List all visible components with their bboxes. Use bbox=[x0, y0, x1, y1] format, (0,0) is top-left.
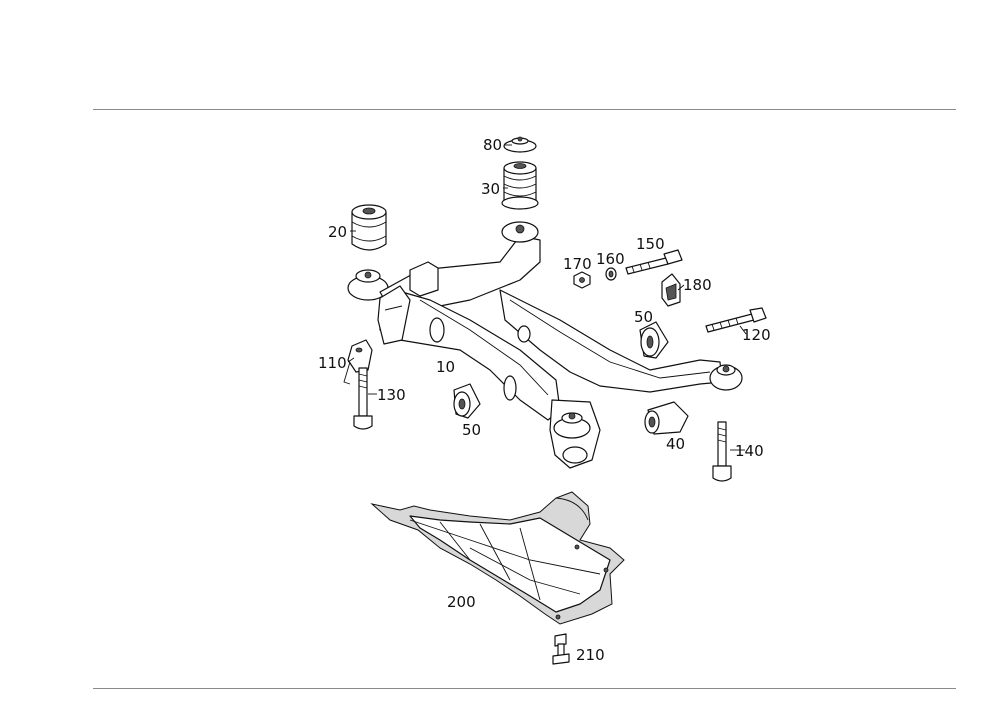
part-10-subframe[interactable] bbox=[347, 221, 743, 469]
label-110: 110 bbox=[318, 354, 347, 372]
part-160-washer[interactable] bbox=[605, 267, 617, 281]
part-180-plate[interactable] bbox=[661, 273, 681, 307]
part-200-underbody-panel[interactable] bbox=[370, 491, 625, 625]
label-150: 150 bbox=[636, 235, 665, 253]
part-150-bolt[interactable] bbox=[625, 249, 683, 275]
label-140: 140 bbox=[735, 442, 764, 460]
part-20-bushing[interactable] bbox=[351, 204, 387, 251]
part-140-bolt[interactable] bbox=[712, 421, 732, 482]
label-130: 130 bbox=[377, 386, 406, 404]
part-170-nut[interactable] bbox=[573, 271, 591, 289]
label-210: 210 bbox=[576, 646, 605, 664]
part-80-cap[interactable] bbox=[503, 136, 537, 153]
part-130-bolt[interactable] bbox=[353, 367, 373, 430]
bottom-divider-line bbox=[93, 688, 956, 689]
label-10: 10 bbox=[436, 358, 455, 376]
part-50-bushing-lower[interactable] bbox=[453, 383, 481, 419]
label-50-lower: 50 bbox=[462, 421, 481, 439]
label-180: 180 bbox=[683, 276, 712, 294]
label-50-upper: 50 bbox=[634, 308, 653, 326]
part-50-bushing-upper[interactable] bbox=[639, 321, 669, 359]
label-20: 20 bbox=[328, 223, 347, 241]
part-40-bushing[interactable] bbox=[644, 401, 689, 435]
label-160: 160 bbox=[596, 250, 625, 268]
part-210-clip[interactable] bbox=[552, 633, 570, 665]
part-120-bolt[interactable] bbox=[705, 307, 767, 333]
label-80: 80 bbox=[483, 136, 502, 154]
leader-lines bbox=[347, 144, 747, 451]
label-120: 120 bbox=[742, 326, 771, 344]
top-divider-line bbox=[93, 109, 956, 110]
label-30: 30 bbox=[481, 180, 500, 198]
label-40: 40 bbox=[666, 435, 685, 453]
part-labels: 80 30 20 150 160 170 180 50 120 110 10 1… bbox=[318, 136, 771, 664]
part-30-bushing[interactable] bbox=[501, 161, 539, 210]
label-200: 200 bbox=[447, 593, 476, 611]
label-170: 170 bbox=[563, 255, 592, 273]
part-110-bracket[interactable] bbox=[343, 339, 373, 385]
